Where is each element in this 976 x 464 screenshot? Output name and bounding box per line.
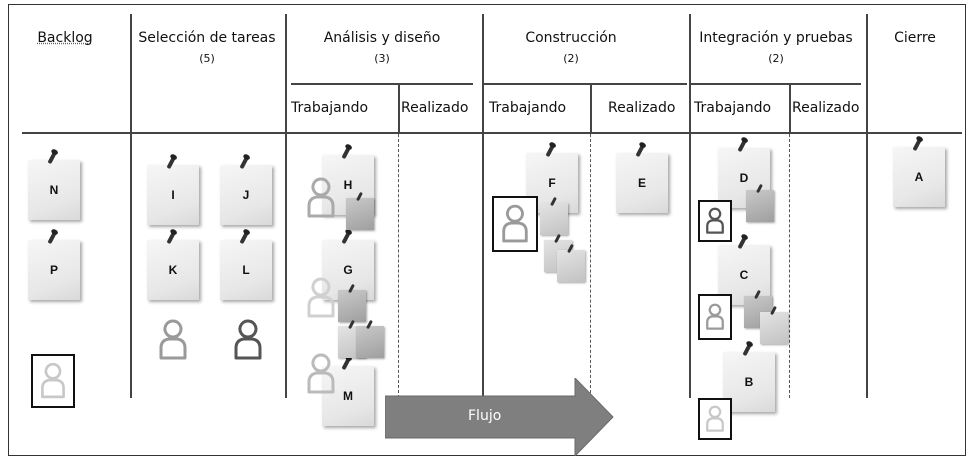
person-icon — [307, 353, 335, 394]
person-icon — [706, 207, 724, 234]
task-label: F — [548, 176, 556, 190]
person-icon — [159, 319, 187, 360]
subtask-note — [346, 191, 374, 230]
kanban-board — [8, 4, 966, 456]
column-title: Integración y pruebas — [699, 30, 853, 46]
task-label: C — [739, 268, 749, 282]
person-icon — [234, 319, 262, 360]
wip-limit: (2) — [768, 52, 784, 65]
task-note[interactable]: L — [220, 231, 272, 300]
subcolumn-divider — [590, 84, 592, 134]
subheader-realizado: Realizado — [401, 100, 469, 116]
task-label: P — [49, 263, 58, 277]
subcolumn-dashed-divider — [398, 134, 399, 398]
flow-arrow — [385, 378, 614, 456]
header-divider — [22, 132, 962, 134]
task-label: J — [242, 188, 250, 202]
column-divider — [866, 14, 868, 398]
subheader-line-analisis — [291, 83, 473, 85]
task-note[interactable]: A — [893, 138, 945, 207]
task-label: A — [914, 170, 924, 184]
subheader-line-construccion — [484, 83, 687, 85]
task-note[interactable]: K — [147, 231, 199, 300]
subtask-note — [746, 183, 774, 222]
column-title: Selección de tareas — [138, 30, 276, 46]
subtask-note — [760, 305, 788, 344]
wip-limit: (3) — [374, 52, 390, 65]
subheader-trabajando: Trabajando — [489, 100, 567, 116]
column-header-analisis: Análisis y diseño (3) — [292, 30, 472, 65]
task-label: I — [171, 188, 175, 202]
column-divider — [285, 14, 287, 398]
subtask-note — [356, 319, 384, 358]
subheader-line-integracion — [691, 83, 861, 85]
person-icon — [706, 303, 724, 330]
subtask-note — [540, 196, 568, 235]
task-label: N — [49, 183, 59, 197]
subcolumn-divider — [789, 84, 791, 134]
column-title: Construcción — [525, 30, 617, 46]
column-header-backlog: Backlog — [37, 30, 93, 46]
task-note[interactable]: J — [220, 156, 272, 225]
subcolumn-dashed-divider — [789, 134, 790, 398]
person-icon-box — [698, 200, 732, 242]
person-icon-box — [31, 354, 75, 408]
column-header-seleccion: Selección de tareas (5) — [136, 30, 278, 65]
person-icon — [307, 177, 335, 218]
flow-arrow-label: Flujo — [468, 408, 502, 424]
task-label: M — [343, 389, 353, 403]
subheader-trabajando: Trabajando — [291, 100, 369, 116]
wip-limit: (5) — [199, 52, 215, 65]
person-icon — [41, 362, 65, 399]
task-note[interactable]: I — [147, 156, 199, 225]
person-icon-box — [698, 294, 732, 340]
task-label: H — [343, 178, 353, 192]
task-note[interactable]: N — [28, 151, 80, 220]
column-header-construccion: Construcción (2) — [486, 30, 656, 65]
task-label: G — [343, 263, 353, 277]
column-divider — [689, 14, 691, 398]
person-icon-box — [492, 196, 538, 252]
task-note[interactable]: P — [28, 231, 80, 300]
person-icon — [502, 204, 528, 243]
task-label: B — [744, 375, 754, 389]
task-label: D — [739, 171, 749, 185]
task-label: L — [242, 263, 250, 277]
person-icon-box — [698, 398, 732, 440]
subheader-trabajando: Trabajando — [694, 100, 772, 116]
subcolumn-dashed-divider — [590, 134, 591, 398]
subtask-note — [338, 283, 366, 322]
task-note[interactable]: E — [616, 144, 668, 213]
subcolumn-divider — [398, 84, 400, 134]
wip-limit: (2) — [563, 52, 579, 65]
column-header-cierre: Cierre — [894, 30, 936, 46]
subheader-realizado: Realizado — [608, 100, 676, 116]
person-icon — [706, 405, 724, 432]
column-header-integracion: Integración y pruebas (2) — [692, 30, 860, 65]
task-label: E — [637, 176, 646, 190]
subheader-realizado: Realizado — [792, 100, 860, 116]
column-divider — [482, 14, 484, 398]
task-label: K — [168, 263, 178, 277]
subtask-note — [557, 243, 585, 282]
person-icon — [307, 277, 335, 318]
column-title: Análisis y diseño — [323, 30, 441, 46]
column-divider — [130, 14, 132, 398]
